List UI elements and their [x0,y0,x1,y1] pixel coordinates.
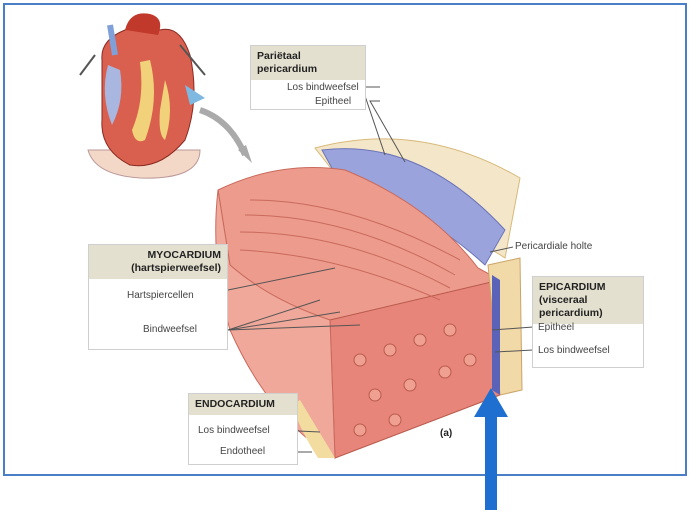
hartspiercellen-label: Hartspiercellen [127,290,194,301]
epicardium-title: EPICARDIUM (visceraal pericardium) [533,277,643,324]
parietal-pericardium-title: Pariëtaal pericardium [251,46,365,80]
myocardium-title-line2: (hartspierweefsel) [95,262,221,275]
pericardiale-holte-label: Pericardiale holte [515,241,592,252]
epicardium-title-line1: EPICARDIUM [539,281,637,294]
epicardium-title-line2: (visceraal pericardium) [539,294,637,320]
endocardium-los-bindweefsel-label: Los bindweefsel [198,425,270,436]
epicardium-los-bindweefsel-label: Los bindweefsel [538,345,610,356]
parietal-los-bindweefsel-label: Los bindweefsel [287,82,359,93]
parietal-epitheel-label: Epitheel [315,96,351,107]
myocardium-title: MYOCARDIUM (hartspierweefsel) [89,245,227,279]
myocardium-title-line1: MYOCARDIUM [95,249,221,262]
epicardium-epitheel-label: Epitheel [538,322,574,333]
heart-thumbnail [80,13,252,178]
myocardium-bindweefsel-label: Bindweefsel [143,324,197,335]
pointer-arrow [474,388,508,510]
figure-label: (a) [440,428,452,439]
endocardium-title: ENDOCARDIUM [189,394,297,415]
endotheel-label: Endotheel [220,446,265,457]
